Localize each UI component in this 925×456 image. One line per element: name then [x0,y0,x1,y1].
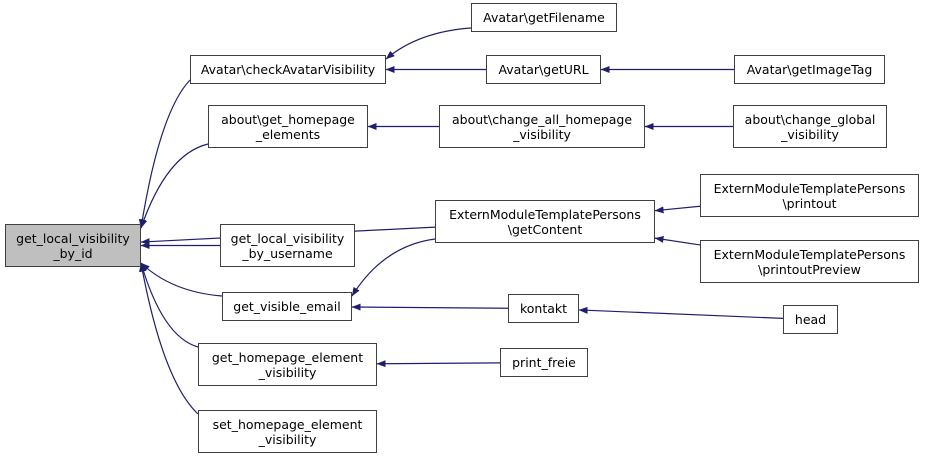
graph-node-head[interactable]: head [783,305,838,334]
graph-node-avatar-checkAvatarVisibility[interactable]: Avatar\checkAvatarVisibility [190,55,386,84]
graph-node-label: ExternModuleTemplatePersons \printoutPre… [713,246,906,277]
graph-node-extern-getContent[interactable]: ExternModuleTemplatePersons \getContent [435,200,655,243]
graph-edge-avatar-getFilename-to-avatar-checkAvatarVisibility [385,27,472,60]
graph-edge-extern-getContent-to-get-visible-email [351,238,436,297]
graph-node-about-change-all-homepage-visibility[interactable]: about\change_all_homepage _visibility [439,105,645,148]
graph-node-label: Avatar\getFilename [483,10,605,25]
graph-node-label: about\change_all_homepage _visibility [451,111,633,142]
graph-node-label: get_homepage_element _visibility [211,349,364,380]
graph-edge-avatar-checkAvatarVisibility-to-get-local-visibility-by-id [138,79,191,229]
graph-node-label: Avatar\checkAvatarVisibility [200,62,376,77]
graph-node-label: kontakt [519,301,568,316]
graph-node-kontakt[interactable]: kontakt [508,294,579,323]
graph-edge-head-to-kontakt [578,306,784,319]
graph-node-label: set_homepage_element _visibility [212,416,363,447]
graph-node-label: get_local_visibility _by_username [230,230,345,261]
graph-edge-get-visible-email-to-get-local-visibility-by-id [140,262,223,297]
graph-node-label: head [794,312,827,327]
graph-node-avatar-getURL[interactable]: Avatar\getURL [486,55,601,84]
graph-edge-kontakt-to-get-visible-email [351,303,509,311]
graph-node-get-local-visibility-by-username[interactable]: get_local_visibility _by_username [220,224,355,267]
graph-node-label: get_local_visibility _by_id [16,230,130,261]
graph-node-get-visible-email[interactable]: get_visible_email [222,292,352,321]
graph-node-print-freie[interactable]: print_freie [500,348,588,377]
graph-node-about-get-homepage-elements[interactable]: about\get_homepage _elements [208,105,368,148]
graph-node-about-change-global-visibility[interactable]: about\change_global _visibility [733,105,887,148]
graph-node-set-homepage-element-visibility[interactable]: set_homepage_element _visibility [198,410,377,453]
graph-node-get-homepage-element-visibility[interactable]: get_homepage_element _visibility [198,343,377,386]
graph-edge-about-get-homepage-elements-to-get-local-visibility-by-id [140,143,209,229]
graph-node-avatar-getFilename[interactable]: Avatar\getFilename [471,3,617,32]
graph-node-label: Avatar\getImageTag [746,62,873,77]
graph-edge-extern-printout-to-extern-getContent [654,205,701,214]
graph-node-get-local-visibility-by-id[interactable]: get_local_visibility _by_id [5,224,141,267]
graph-node-label: Avatar\getURL [498,62,589,77]
graph-node-extern-printout[interactable]: ExternModuleTemplatePersons \printout [700,174,919,217]
graph-edge-print-freie-to-get-homepage-element-visibility [376,360,501,368]
graph-node-label: about\change_global _visibility [744,111,876,142]
graph-node-avatar-getImageTag[interactable]: Avatar\getImageTag [734,55,885,84]
graph-edge-set-homepage-element-visibility-to-get-local-visibility-by-id [139,262,199,415]
graph-node-extern-printoutPreview[interactable]: ExternModuleTemplatePersons \printoutPre… [700,240,919,283]
graph-node-label: ExternModuleTemplatePersons \getContent [449,206,641,237]
graph-edge-extern-printoutPreview-to-extern-getContent [654,235,701,246]
graph-node-label: ExternModuleTemplatePersons \printout [713,180,906,211]
graph-node-label: print_freie [512,355,576,370]
graph-node-label: get_visible_email [233,299,341,314]
graph-node-label: about\get_homepage _elements [221,111,355,142]
graph-edge-get-homepage-element-visibility-to-get-local-visibility-by-id [140,262,199,348]
